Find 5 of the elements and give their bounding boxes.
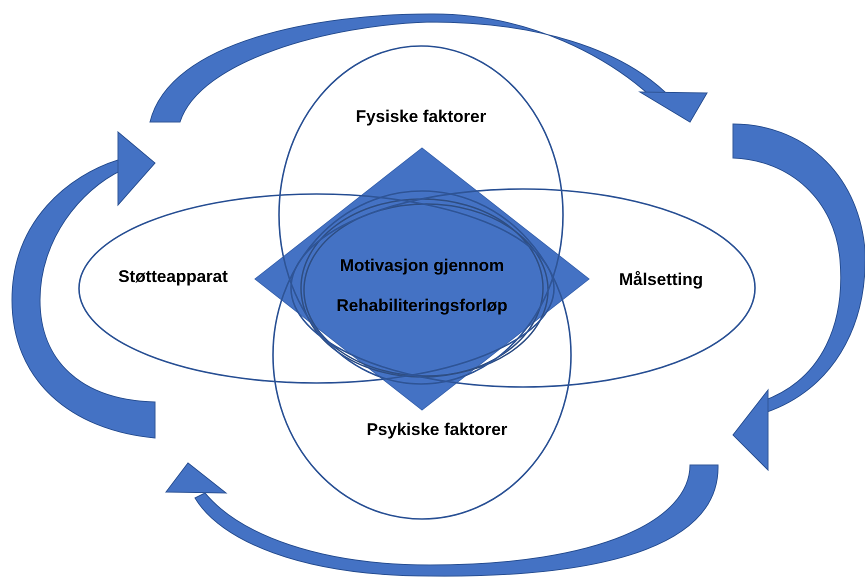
ellipse-label: Målsetting [618, 270, 704, 290]
ellipse-label: Psykiske faktorer [366, 420, 508, 440]
ellipse-label: Fysiske faktorer [354, 107, 488, 127]
ellipse-label: Støtteapparat [117, 267, 229, 287]
diamond-label: Motivasjon gjennom Rehabiliteringsforløp [336, 255, 508, 317]
